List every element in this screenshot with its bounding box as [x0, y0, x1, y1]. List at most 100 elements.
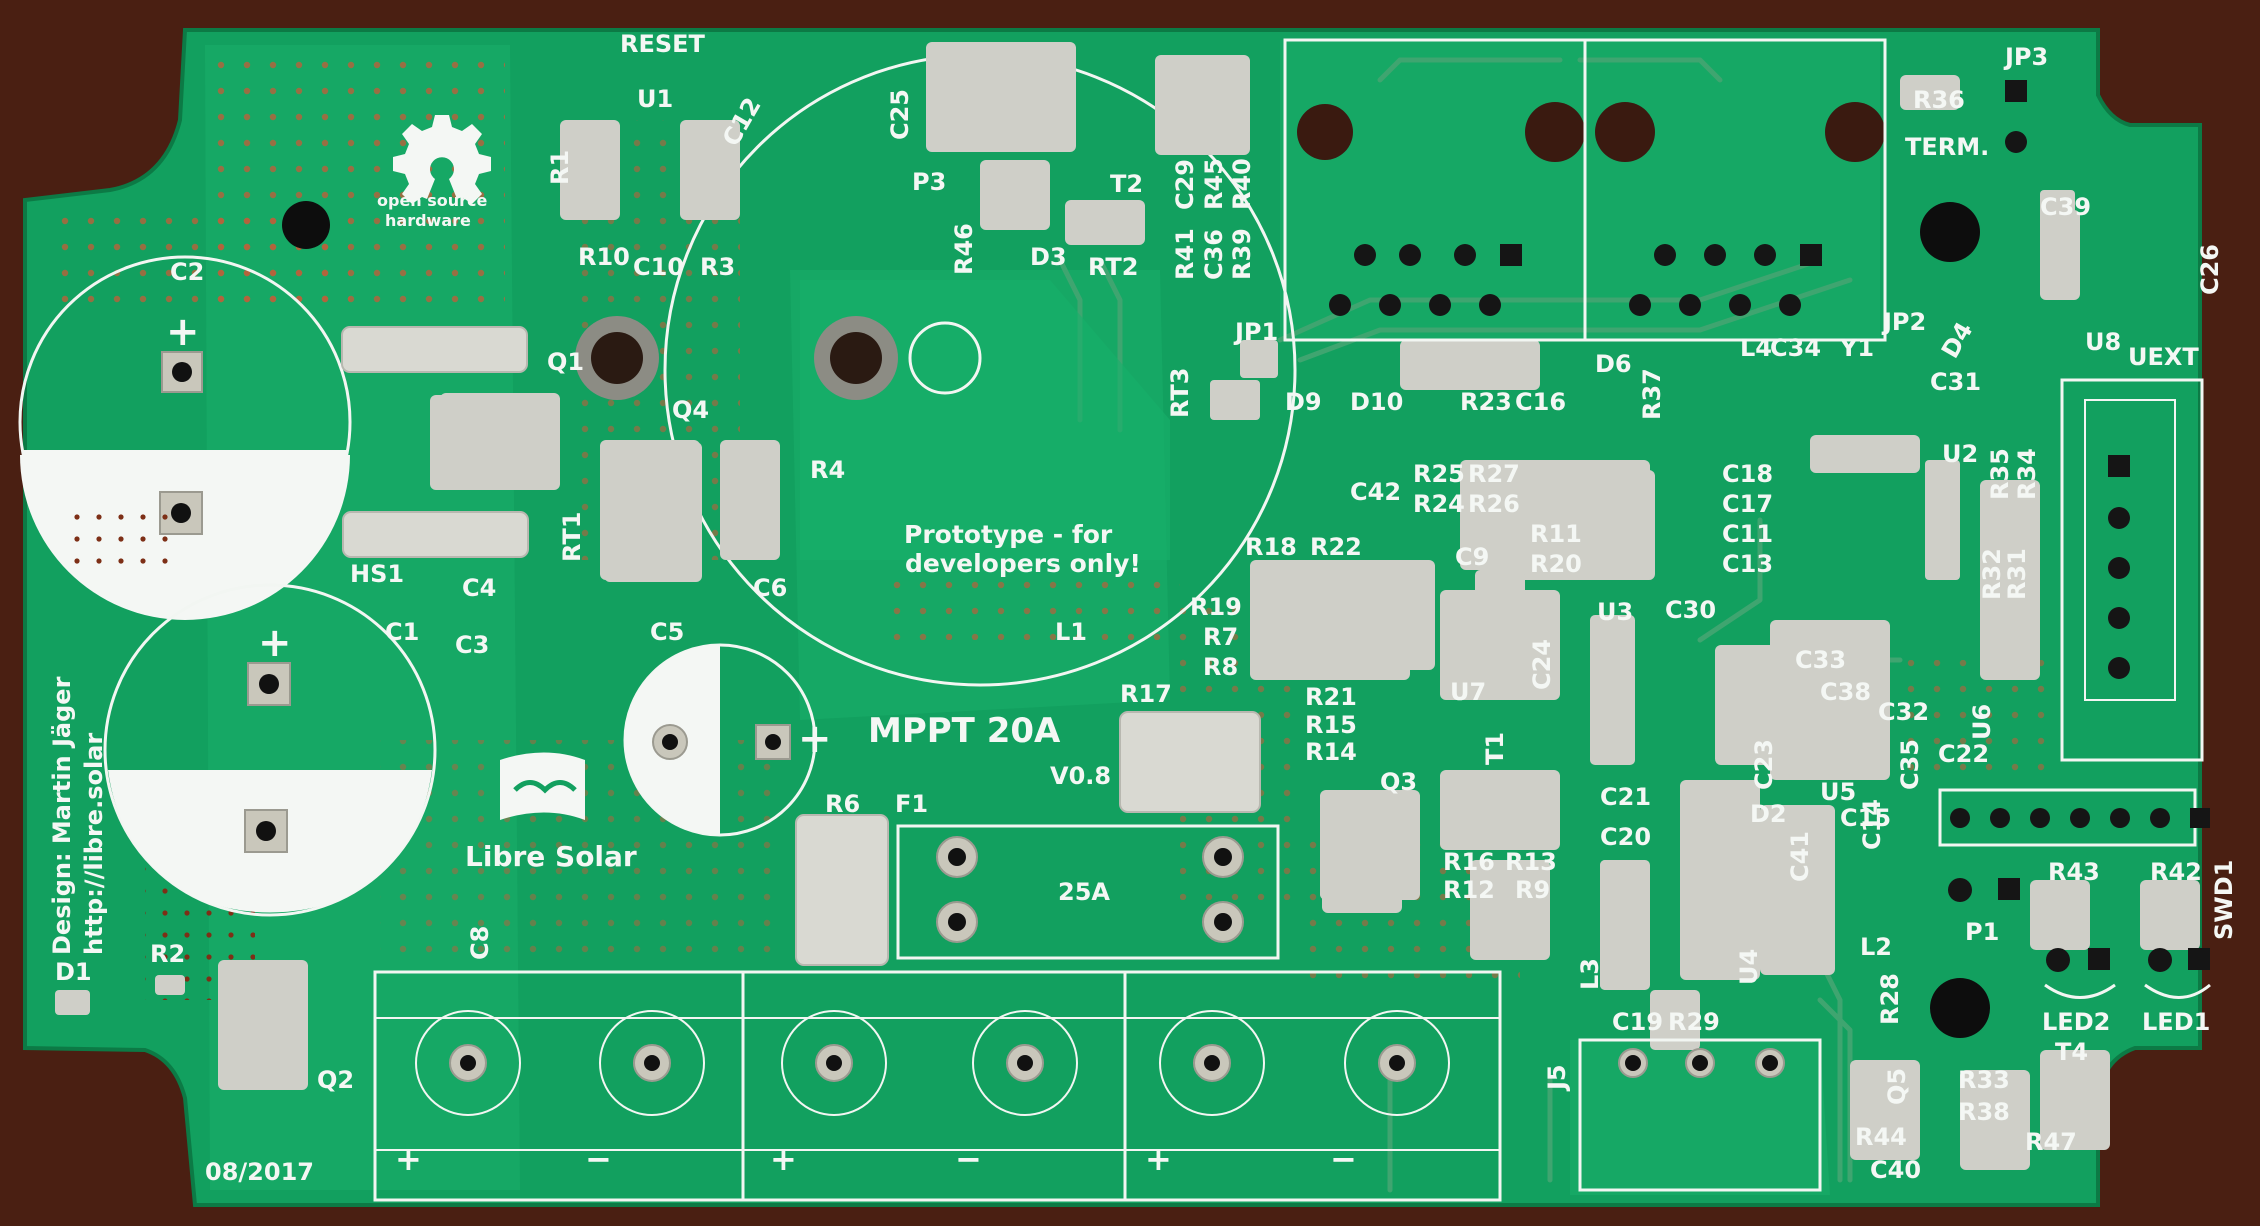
label-r20: R20 [1530, 550, 1582, 578]
label-q1: Q1 [547, 348, 584, 376]
led-footprints [1948, 80, 2211, 999]
board-title: MPPT 20A [868, 711, 1061, 751]
label-r34: R34 [2013, 448, 2041, 500]
label-r19: R19 [1190, 593, 1242, 621]
label-swd1: SWD1 [2210, 860, 2238, 940]
terminal-minus-2: − [955, 1140, 982, 1178]
oshw-logo [393, 115, 491, 204]
label-j5: J5 [1543, 1064, 1571, 1092]
label-r10: R10 [578, 243, 630, 271]
label-c5: C5 [650, 618, 684, 646]
label-led2: LED2 [2042, 1008, 2110, 1036]
swd-header [1938, 788, 2210, 847]
label-design-name: Design: Martin Jäger [48, 676, 76, 955]
label-r2: R2 [150, 940, 185, 968]
c5-plus: + [798, 716, 832, 762]
label-r40: R40 [1228, 158, 1256, 210]
oshw-text2: hardware [385, 211, 471, 230]
libre-solar-logo [500, 752, 585, 820]
label-c11: C11 [1722, 520, 1773, 548]
label-r23: R23 [1460, 388, 1512, 416]
label-r43: R43 [2048, 858, 2100, 886]
label-r37: R37 [1638, 368, 1666, 420]
label-q4: Q4 [672, 396, 709, 424]
label-r6: R6 [825, 790, 860, 818]
label-d3: D3 [1030, 243, 1067, 271]
label-c21: C21 [1600, 783, 1651, 811]
label-r9: R9 [1515, 876, 1550, 904]
label-q5: Q5 [1883, 1068, 1911, 1105]
label-r44: R44 [1855, 1123, 1907, 1151]
uext-header [2060, 378, 2204, 762]
label-r22: R22 [1310, 533, 1362, 561]
label-c8: C8 [466, 926, 494, 960]
label-d6: D6 [1595, 350, 1632, 378]
component-clusters [560, 55, 2200, 1170]
label-c6: C6 [753, 574, 787, 602]
c2-plus: + [166, 309, 200, 355]
label-c3: C3 [455, 631, 489, 659]
label-led1: LED1 [2142, 1008, 2210, 1036]
label-u2: U2 [1942, 440, 1978, 468]
label-r12: R12 [1443, 876, 1495, 904]
label-u8: U8 [2085, 328, 2121, 356]
label-c39: C39 [2040, 193, 2091, 221]
label-c29: C29 [1171, 159, 1199, 210]
label-r35: R35 [1986, 448, 2014, 500]
label-u4: U4 [1735, 949, 1763, 985]
label-c1: C1 [385, 618, 419, 646]
label-c24: C24 [1528, 639, 1556, 690]
capacitor-c2-footprint [18, 255, 352, 620]
label-c17: C17 [1722, 490, 1773, 518]
label-f1: F1 [895, 790, 928, 818]
label-c20: C20 [1600, 823, 1651, 851]
label-r24: R24 [1413, 490, 1465, 518]
label-u5: U5 [1820, 778, 1856, 806]
label-r14: R14 [1305, 738, 1357, 766]
notice-line1: Prototype - for [904, 520, 1113, 549]
label-term: TERM. [1905, 133, 1989, 161]
label-r26: R26 [1468, 490, 1520, 518]
label-d10: D10 [1350, 388, 1403, 416]
label-c36: C36 [1200, 229, 1228, 280]
label-c2: C2 [170, 258, 204, 286]
label-r3: R3 [700, 253, 735, 281]
label-r13: R13 [1505, 848, 1557, 876]
label-c34: C34 [1770, 334, 1821, 362]
label-c13: C13 [1722, 550, 1773, 578]
label-r36: R36 [1913, 86, 1965, 114]
label-r42: R42 [2150, 858, 2202, 886]
label-c31: C31 [1930, 368, 1981, 396]
terminal-plus-3: + [1145, 1140, 1172, 1178]
terminal-plus-1: + [395, 1140, 422, 1178]
label-hs1: HS1 [350, 560, 404, 588]
label-d2: D2 [1750, 800, 1787, 828]
label-c25: C25 [886, 89, 914, 140]
label-y1: Y1 [1839, 334, 1874, 362]
label-date: 08/2017 [205, 1158, 314, 1186]
label-r17: R17 [1120, 680, 1172, 708]
label-r8: R8 [1203, 653, 1238, 681]
fuse-rating: 25A [1058, 878, 1110, 906]
power-terminal-block [373, 970, 1502, 1202]
label-jp3: JP3 [2003, 43, 2048, 71]
label-l2: L2 [1860, 933, 1892, 961]
label-r15: R15 [1305, 711, 1357, 739]
label-l1: L1 [1055, 618, 1087, 646]
label-r1: R1 [546, 150, 574, 185]
board-version: V0.8 [1050, 762, 1111, 790]
terminal-minus-3: − [1330, 1140, 1357, 1178]
label-c26: C26 [2196, 244, 2224, 295]
label-r16: R16 [1443, 848, 1495, 876]
top-connectors [1283, 38, 1887, 342]
label-r29: R29 [1668, 1008, 1720, 1036]
label-c23: C23 [1750, 739, 1778, 790]
label-r28: R28 [1876, 973, 1904, 1025]
label-c14: C14 [1858, 799, 1886, 850]
label-c30: C30 [1665, 596, 1716, 624]
label-t4: T4 [2055, 1038, 2088, 1066]
label-jp2: JP2 [1881, 308, 1926, 336]
label-rt2: RT2 [1088, 253, 1138, 281]
label-c10: C10 [633, 253, 684, 281]
